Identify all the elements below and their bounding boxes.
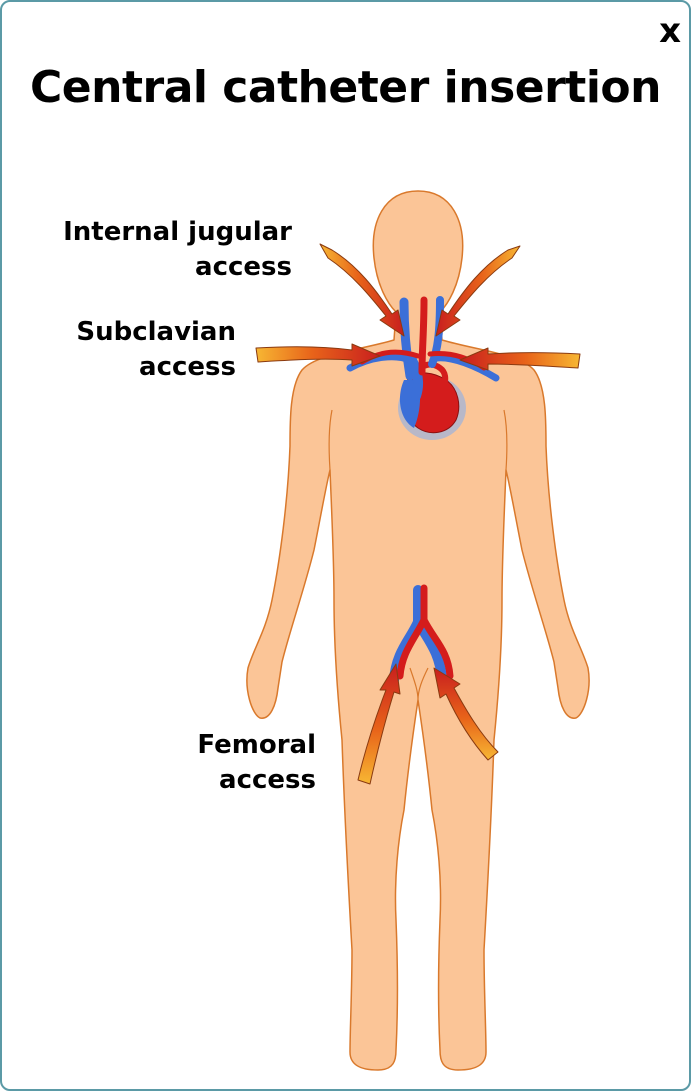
subclavian-label-line1: Subclavian: [40, 315, 236, 350]
subclavian-label-line2: access: [40, 350, 236, 385]
jugular-label-line1: Internal jugular: [40, 215, 292, 250]
subclavian-access-label: Subclavian access: [40, 315, 236, 385]
femoral-access-label: Femoral access: [140, 728, 316, 798]
jugular-label-line2: access: [40, 250, 292, 285]
femoral-label-line1: Femoral: [140, 728, 316, 763]
jugular-access-label: Internal jugular access: [40, 215, 292, 285]
femoral-label-line2: access: [140, 763, 316, 798]
